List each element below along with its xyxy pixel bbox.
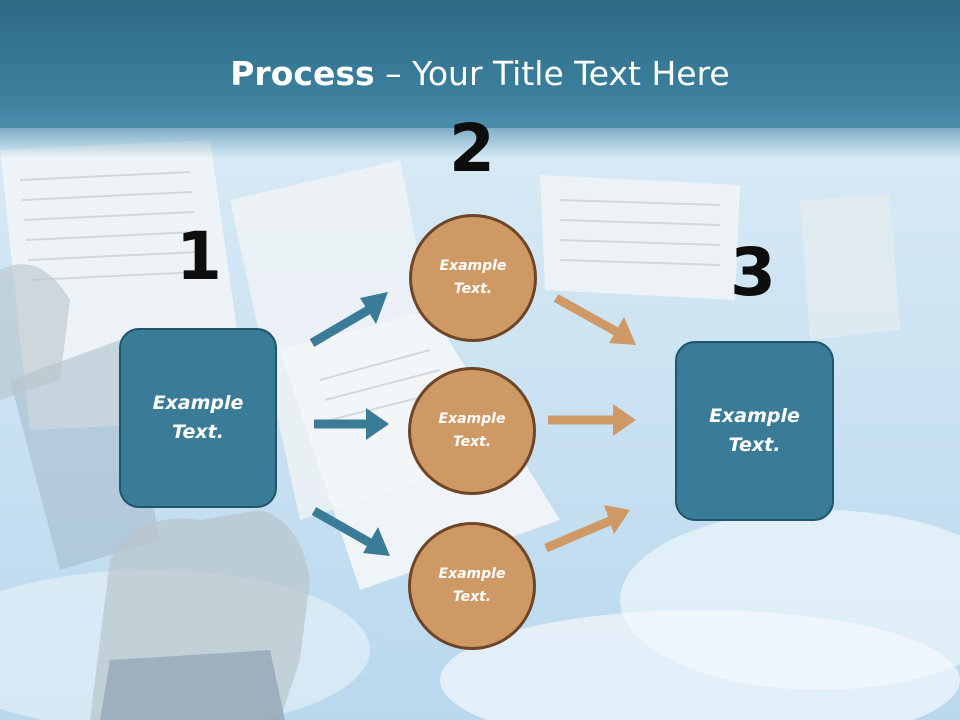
circle-middle-line1: Example (438, 411, 506, 427)
process-circle-bottom: Example Text. (408, 522, 536, 650)
right-box-line1: Example (709, 405, 800, 427)
left-box-line1: Example (152, 392, 244, 414)
process-circle-top: Example Text. (409, 214, 537, 342)
title-bold: Process (230, 54, 375, 93)
right-box-line2: Text. (728, 434, 781, 456)
left-process-box: Example Text. (119, 328, 277, 508)
title-bar (0, 0, 960, 128)
orange-arrow-middle (548, 404, 636, 436)
orange-arrow-down (553, 294, 636, 345)
circle-bottom-text: Example Text. (439, 563, 506, 609)
circle-bottom-line2: Text. (452, 589, 492, 605)
circle-middle-text: Example Text. (439, 408, 506, 454)
process-circle-middle: Example Text. (408, 367, 536, 495)
circle-top-line2: Text. (453, 281, 493, 297)
right-box-text: Example Text. (709, 402, 800, 460)
blue-arrow-up (309, 292, 388, 347)
circle-bottom-line1: Example (438, 566, 506, 582)
blue-arrow-down (311, 507, 390, 556)
left-box-line2: Text. (172, 421, 224, 443)
slide-title: Process – Your Title Text Here (0, 52, 960, 96)
blue-arrow-middle (314, 408, 389, 440)
circle-top-line1: Example (439, 258, 507, 274)
step-number-3: 3 (730, 234, 776, 311)
step-number-1: 1 (176, 218, 222, 295)
orange-arrow-up (544, 505, 630, 553)
circle-middle-line2: Text. (452, 434, 492, 450)
step-number-2: 2 (449, 110, 495, 187)
title-rest: – Your Title Text Here (374, 54, 730, 93)
circle-top-text: Example Text. (440, 255, 507, 301)
left-box-text: Example Text. (153, 389, 244, 447)
right-process-box: Example Text. (675, 341, 834, 521)
title-bar-fade (0, 118, 960, 158)
